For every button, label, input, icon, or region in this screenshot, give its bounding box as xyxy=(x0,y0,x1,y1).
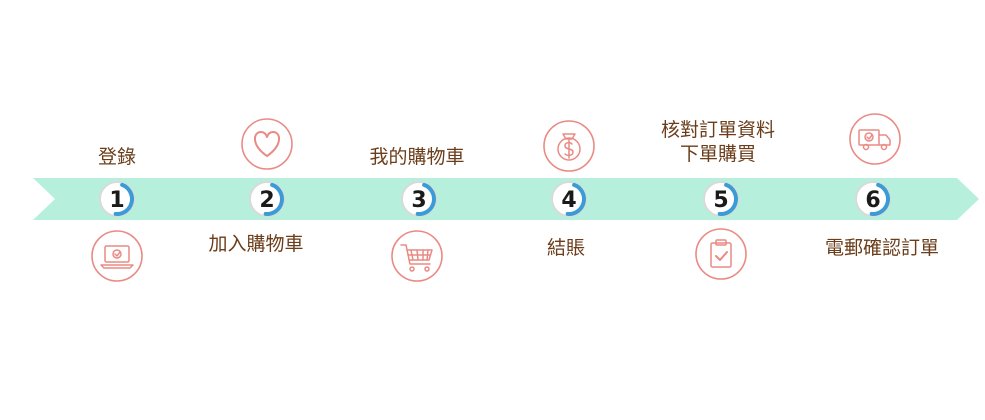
step-badge-1: 1 xyxy=(99,181,135,217)
step-1-label: 登錄 xyxy=(97,146,137,168)
heart-icon xyxy=(241,118,293,170)
step-number-5: 5 xyxy=(713,188,728,213)
step-badge-5: 5 xyxy=(703,181,739,217)
step-3-label: 我的購物車 xyxy=(369,146,465,168)
delivery-truck-icon xyxy=(849,113,901,165)
step-6-label: 電郵確認訂單 xyxy=(824,237,940,259)
money-bag-icon xyxy=(543,120,595,172)
step-number-3: 3 xyxy=(411,188,426,213)
step-badge-3: 3 xyxy=(401,181,437,217)
step-badge-6: 6 xyxy=(855,181,891,217)
step-2-label: 加入購物車 xyxy=(208,233,304,255)
step-5-label: 核對訂單資料 下單購買 xyxy=(660,119,776,165)
step-number-1: 1 xyxy=(109,188,124,213)
step-number-4: 4 xyxy=(561,188,576,213)
step-number-2: 2 xyxy=(259,188,274,213)
shopping-cart-icon xyxy=(391,230,443,282)
laptop-icon xyxy=(91,230,143,282)
step-badge-2: 2 xyxy=(249,181,285,217)
step-4-label: 結賬 xyxy=(546,237,586,259)
step-badge-4: 4 xyxy=(551,181,587,217)
clipboard-check-icon xyxy=(695,228,747,280)
step-number-6: 6 xyxy=(865,188,880,213)
